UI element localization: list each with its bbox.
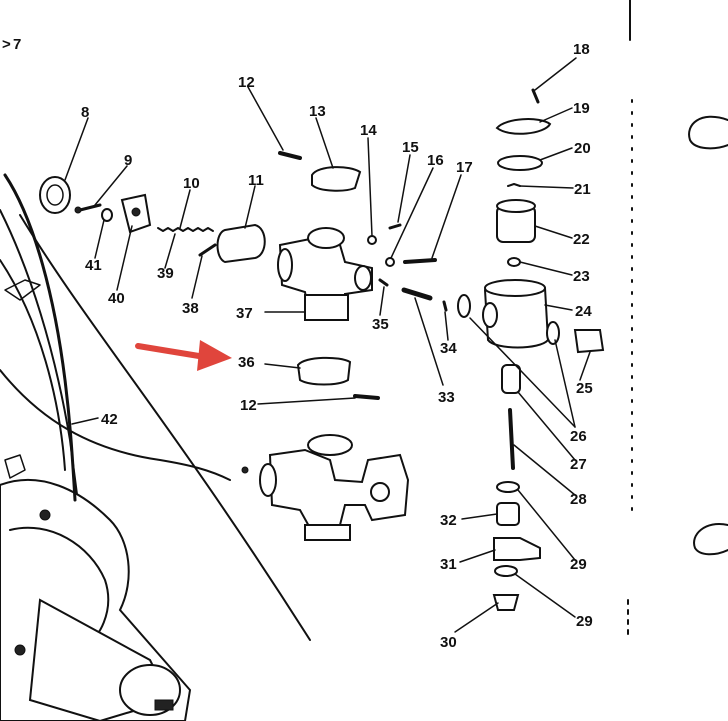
label-21: 21 (574, 181, 591, 198)
part-11-slide (216, 223, 266, 264)
label-12-lower: 12 (240, 397, 257, 414)
label-9: 9 (124, 152, 132, 169)
label-30: 30 (440, 634, 457, 651)
part-37-carburetor-body (277, 227, 373, 321)
label-8: 8 (81, 104, 89, 121)
part-19-gasket (495, 118, 552, 135)
label-24: 24 (575, 303, 592, 320)
label-12-top: 12 (238, 74, 255, 91)
label-20: 20 (574, 140, 591, 157)
part-25-plug (573, 329, 605, 354)
label-27: 27 (570, 456, 587, 473)
part-16-washer (385, 257, 395, 267)
part-39-spring (157, 227, 214, 232)
part-30-cap-nut (492, 594, 520, 611)
part-23-washer (507, 257, 521, 267)
part-20-ring (497, 155, 543, 171)
binding-holes (688, 115, 728, 556)
label-19: 19 (573, 100, 590, 117)
engine-housing (0, 454, 192, 721)
label-13: 13 (309, 103, 326, 120)
part-12-screw-top (278, 151, 302, 160)
part-8-cap (39, 176, 71, 214)
label-41: 41 (85, 257, 102, 274)
label-35: 35 (372, 316, 389, 333)
part-12-screw-lower (353, 394, 380, 400)
part-17-bolt (403, 258, 437, 264)
part-labels: > 7 8 9 10 11 12 13 14 15 16 17 18 19 20… (2, 36, 593, 651)
label-33: 33 (438, 389, 455, 406)
label-17: 17 (456, 159, 473, 176)
part-40-bracket (120, 193, 152, 234)
label-36: 36 (238, 354, 255, 371)
label-ref-page: 7 (13, 36, 21, 53)
label-16: 16 (427, 152, 444, 169)
label-10: 10 (183, 175, 200, 192)
part-38-pin (198, 243, 217, 257)
label-14: 14 (360, 122, 377, 139)
part-24-float-bowl (482, 279, 550, 349)
label-22: 22 (573, 231, 590, 248)
part-13-clamp (311, 166, 362, 192)
leader-lines (64, 57, 591, 633)
part-22-cap (496, 199, 536, 243)
label-32: 32 (440, 512, 457, 529)
label-11: 11 (248, 172, 264, 189)
part-31-banjo (493, 537, 541, 561)
ref-page-label: > (2, 36, 11, 53)
part-36-clamp (296, 356, 352, 386)
part-41-washer (101, 208, 113, 222)
red-callout-arrow (135, 340, 232, 371)
label-18: 18 (573, 41, 590, 58)
part-15-screw (388, 223, 402, 230)
label-15: 15 (402, 139, 419, 156)
part-9-screw (74, 203, 102, 214)
assembled-carburetor (241, 434, 410, 541)
part-32-sleeve (496, 502, 520, 526)
label-31: 31 (440, 556, 457, 573)
label-34: 34 (440, 340, 457, 357)
part-27-needle-holder (501, 364, 521, 394)
label-38: 38 (182, 300, 199, 317)
part-18-screw (531, 88, 540, 104)
part-34-pin (442, 300, 448, 312)
label-39: 39 (157, 265, 174, 282)
label-29-lower: 29 (576, 613, 593, 630)
label-37: 37 (236, 305, 253, 322)
label-23: 23 (573, 268, 590, 285)
frame-lines (0, 0, 633, 641)
part-28-needle (508, 408, 515, 470)
part-35-pin (378, 278, 389, 287)
part-14-nut (367, 235, 377, 245)
label-26: 26 (570, 428, 587, 445)
label-25: 25 (576, 380, 593, 397)
part-33-jet (401, 287, 433, 301)
label-40: 40 (108, 290, 125, 307)
part-21-clip (507, 183, 521, 187)
label-28: 28 (570, 491, 587, 508)
part-29-washers (494, 481, 520, 577)
throttle-cable-42 (3, 173, 77, 502)
part-26-gaskets (457, 294, 560, 345)
label-42: 42 (101, 411, 118, 428)
label-29-upper: 29 (570, 556, 587, 573)
